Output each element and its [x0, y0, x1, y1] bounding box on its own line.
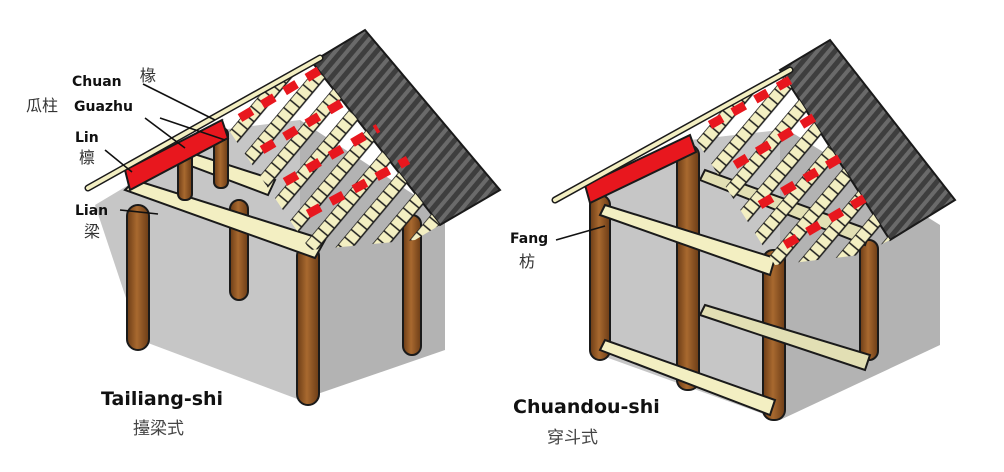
chuan-label: Chuan — [72, 74, 122, 90]
chuandou-post-left — [589, 194, 611, 361]
tailiang-post-right — [296, 244, 320, 406]
chuandou-subtitle: 穿斗式 — [547, 428, 598, 448]
guazhu-zh-label: 瓜柱 — [26, 96, 59, 115]
fang-zh-label: 枋 — [519, 252, 536, 271]
tailiang-title: Tailiang-shi — [101, 388, 224, 410]
chuandou-house — [551, 38, 957, 421]
tailiang-roof-tiles — [310, 28, 502, 227]
tailiang-subtitle: 擡梁式 — [133, 419, 184, 439]
chuandou-fang-lower — [598, 338, 777, 417]
tailiang-lin-purlins — [237, 66, 411, 218]
chuandou-post-mid — [676, 144, 700, 391]
tailiang-post-left — [126, 204, 150, 351]
lin-label: Lin — [75, 130, 99, 146]
chuandou-post-back — [859, 239, 879, 361]
lin-zh-label: 檩 — [79, 148, 96, 167]
chuandou-fang-back — [698, 303, 872, 372]
fang-label: Fang — [510, 231, 549, 247]
chuandou-title: Chuandou-shi — [513, 396, 660, 418]
chuandou-lin-front — [583, 133, 698, 205]
chuan-zh-label: 椽 — [140, 66, 157, 85]
lian-label: Lian — [75, 203, 109, 219]
tailiang-lin-front — [123, 118, 230, 192]
chuandou-lin-purlins — [707, 76, 873, 249]
chuandou-fang-leader — [555, 225, 606, 241]
tailiang-house — [84, 28, 502, 406]
guazhu-label: Guazhu — [74, 99, 133, 115]
lian-zh-label: 梁 — [84, 222, 101, 241]
tailiang-leaders — [104, 83, 226, 215]
